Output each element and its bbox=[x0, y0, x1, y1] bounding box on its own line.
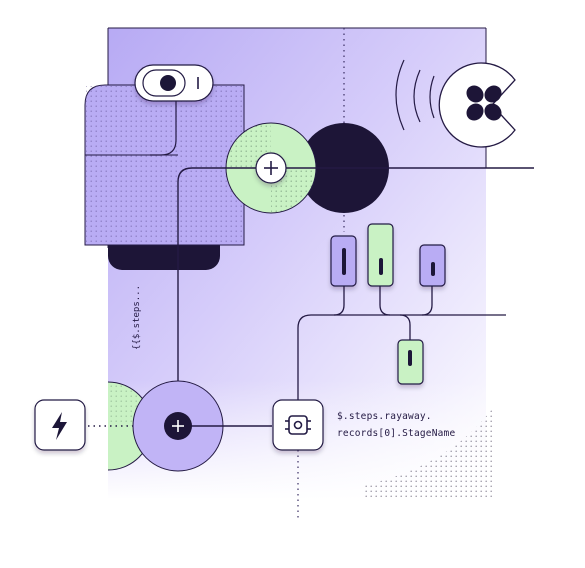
toggle-connector bbox=[150, 101, 177, 156]
expression-line-2: records[0].StageName bbox=[337, 428, 456, 439]
speckle-texture bbox=[365, 405, 495, 498]
expression-line-1: $.steps.rayaway. bbox=[337, 411, 432, 422]
join-node-top bbox=[225, 122, 317, 214]
vertical-expression-label: {{$.steps... bbox=[132, 284, 142, 350]
gear-chip-icon[interactable] bbox=[272, 399, 324, 451]
source-card bbox=[84, 84, 245, 270]
branch-lines bbox=[297, 282, 506, 410]
plus-icon[interactable] bbox=[255, 152, 287, 184]
flow-line-top bbox=[177, 167, 534, 420]
toggle-switch-icon[interactable] bbox=[134, 64, 214, 102]
four-leaf-logo-icon bbox=[395, 59, 516, 148]
chip-purple-1[interactable] bbox=[330, 235, 357, 287]
chip-purple-2[interactable] bbox=[419, 244, 446, 287]
plus-icon[interactable] bbox=[164, 412, 192, 440]
lightning-bolt-icon[interactable] bbox=[34, 399, 86, 451]
chip-mint-1[interactable] bbox=[367, 223, 394, 287]
chip-mint-2[interactable] bbox=[397, 339, 424, 385]
